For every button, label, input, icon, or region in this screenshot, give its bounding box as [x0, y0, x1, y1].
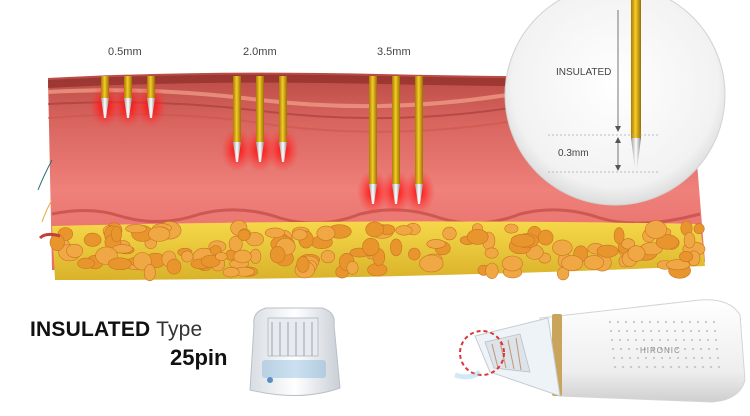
zoom-needle [631, 0, 641, 140]
zoom-circle [504, 0, 726, 206]
needle-arrays [89, 76, 435, 214]
type-title-light: Type [156, 318, 203, 341]
needle-highlight-circle [459, 330, 505, 376]
cartridge-image [249, 307, 341, 396]
depth-label-3: 3.5mm [377, 46, 411, 58]
type-title-bold: INSULATED [30, 318, 151, 341]
depth-label-1: 0.5mm [108, 46, 142, 58]
insulated-label: INSULATED [556, 67, 612, 78]
handpiece-device-image [454, 299, 746, 403]
tip-length-label: 0.3mm [558, 148, 589, 159]
type-title: INSULATED Type [30, 318, 202, 342]
depth-label-2: 2.0mm [243, 46, 277, 58]
pin-count: 25pin [170, 345, 228, 370]
fat-cells [49, 220, 706, 282]
device-brand: HIRONIC [640, 346, 681, 355]
